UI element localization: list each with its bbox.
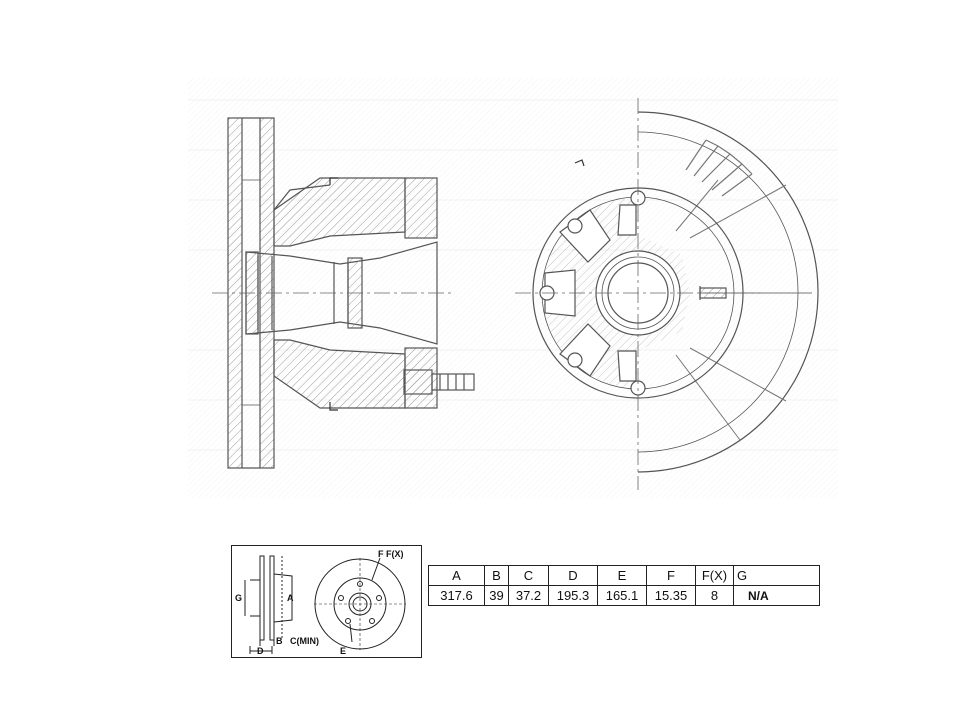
table-header-cell: E: [597, 565, 647, 586]
legend-label-b: B: [276, 636, 283, 646]
table-header-cell: D: [548, 565, 598, 586]
background-grid: [188, 78, 838, 498]
table-header-cell: F(X): [695, 565, 734, 586]
dimension-legend-panel: F F(X) G A B C(MIN) D E: [231, 545, 422, 658]
legend-label-f-fx: F F(X): [378, 549, 404, 559]
table-value-cell: 317.6: [428, 585, 485, 606]
legend-diagram: F F(X) G A B C(MIN) D E: [235, 549, 406, 656]
table-value-cell: 8: [695, 585, 734, 606]
table-header-cell: B: [484, 565, 509, 586]
table-value-cell: 37.2: [508, 585, 549, 606]
legend-label-d: D: [257, 646, 264, 656]
table-value-cell: 195.3: [548, 585, 598, 606]
table-header-cell: C: [508, 565, 549, 586]
legend-label-c-min: C(MIN): [290, 636, 319, 646]
table-header-row: A B C D E F F(X) G: [428, 565, 820, 586]
legend-label-e: E: [340, 646, 346, 656]
legend-label-g: G: [235, 593, 242, 603]
legend-label-a: A: [287, 593, 294, 603]
table-value-cell: N/A: [733, 585, 820, 606]
table-header-cell: F: [646, 565, 696, 586]
table-value-row: 317.6 39 37.2 195.3 165.1 15.35 8 N/A: [428, 585, 820, 606]
table-value-cell: 39: [484, 585, 509, 606]
table-header-cell: G: [733, 565, 820, 586]
table-header-cell: A: [428, 565, 485, 586]
dimensions-table: A B C D E F F(X) G 317.6 39 37.2 195.3 1…: [428, 565, 820, 606]
table-value-cell: 15.35: [646, 585, 696, 606]
table-value-cell: 165.1: [597, 585, 647, 606]
